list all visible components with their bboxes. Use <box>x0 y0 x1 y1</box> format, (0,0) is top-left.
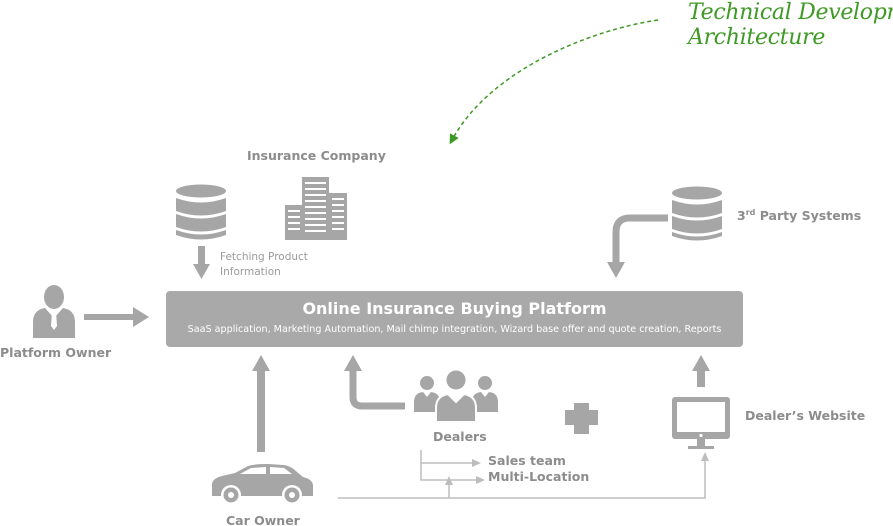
platform-subtitle: SaaS application, Marketing Automation, … <box>187 324 722 335</box>
fetching-line-2: Information <box>220 266 281 278</box>
connector-arrowheads <box>445 452 709 485</box>
third-party-systems-label: 3rd Party Systems <box>737 209 861 223</box>
monitor-icon <box>672 397 730 449</box>
car-owner-label: Car Owner <box>226 513 300 526</box>
dealers-website-label: Dealer’s Website <box>745 408 866 423</box>
annotation-line-1: Technical Development <box>688 0 893 25</box>
fetch-arrow <box>193 246 210 279</box>
car-owner-arrow <box>252 355 270 452</box>
database-icon <box>176 184 226 240</box>
owner-arrow <box>84 307 149 327</box>
fetching-product-label: Fetching Product Information <box>220 250 308 280</box>
annotation-arrow <box>449 19 659 145</box>
website-arrow <box>692 355 710 387</box>
fetching-line-1: Fetching Product <box>220 251 308 263</box>
annotation-line-2: Architecture <box>688 25 826 50</box>
multi-location-label: Multi-Location <box>488 469 590 484</box>
insurance-company-label: Insurance Company <box>247 148 386 163</box>
dealers-label: Dealers <box>433 429 487 444</box>
database-icon <box>672 186 722 241</box>
car-icon <box>212 464 313 505</box>
third-party-arrow <box>607 214 668 278</box>
online-insurance-platform-box: Online Insurance Buying Platform SaaS ap… <box>166 291 743 347</box>
third-party-suffix: Party Systems <box>755 208 862 223</box>
third-party-superscript: rd <box>745 208 756 217</box>
dealers-arrow <box>344 355 405 410</box>
third-party-prefix: 3 <box>737 208 746 223</box>
group-of-people-icon <box>414 370 498 423</box>
office-building-icon <box>285 177 347 240</box>
platform-owner-label: Platform Owner <box>0 345 112 360</box>
sales-team-label: Sales team <box>488 453 566 468</box>
puzzle-piece-icon <box>565 403 598 434</box>
platform-title: Online Insurance Buying Platform <box>302 299 607 318</box>
annotation-title: Technical Development Architecture <box>688 0 893 50</box>
businessman-icon <box>33 285 75 338</box>
